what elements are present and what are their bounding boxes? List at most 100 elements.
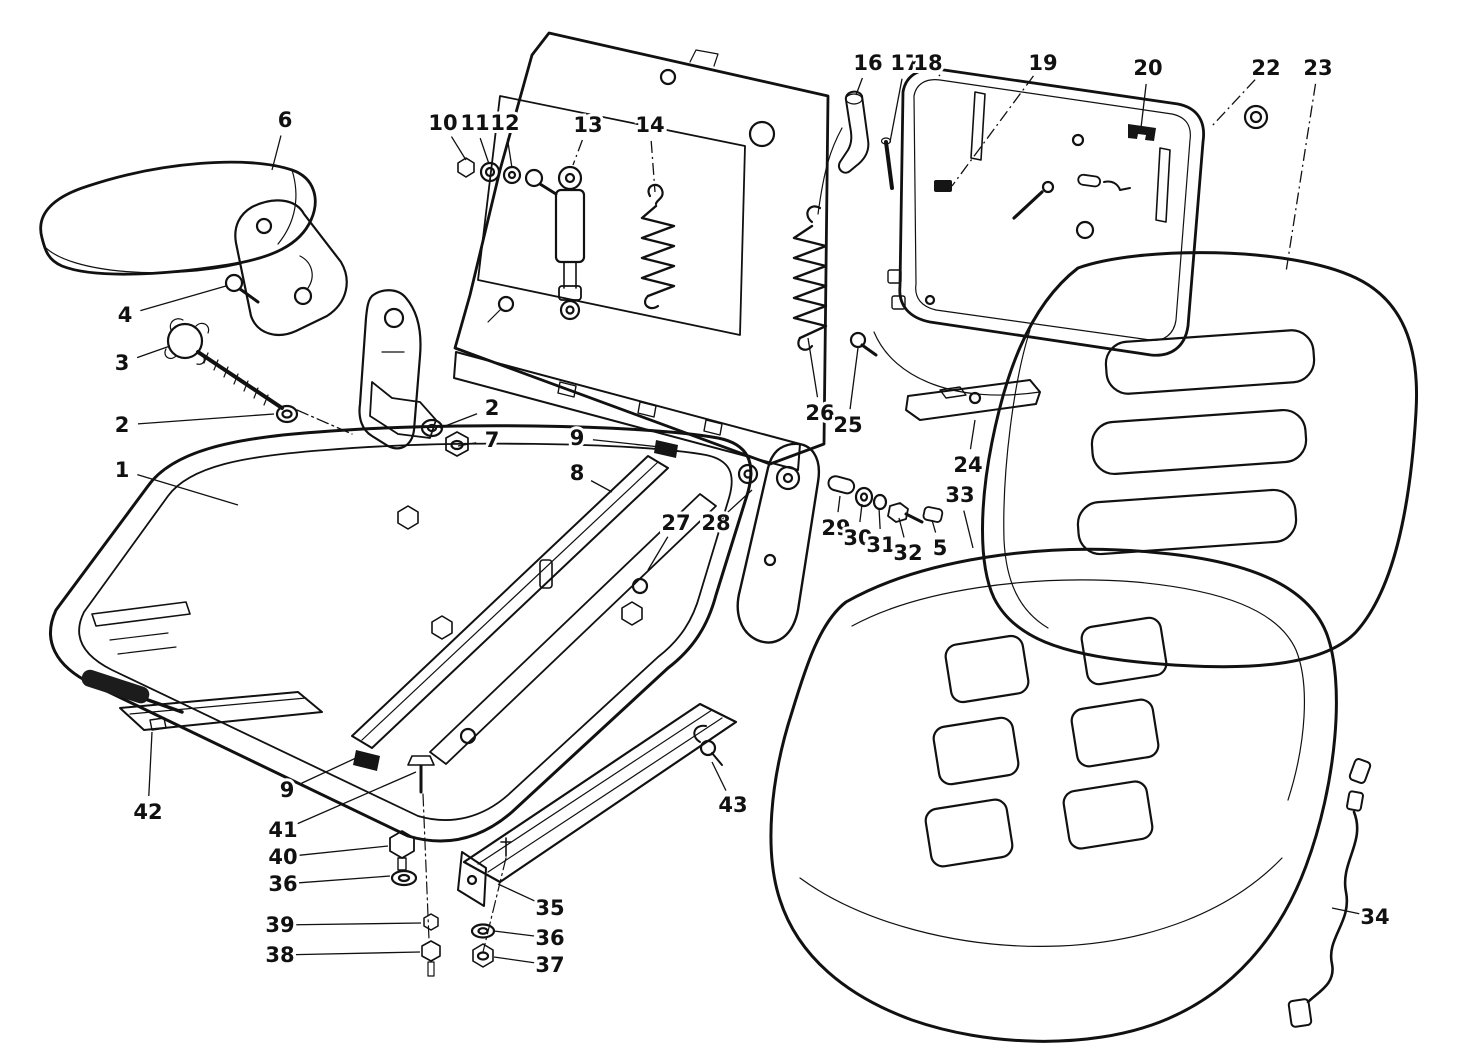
callout-41: 41 xyxy=(268,818,297,842)
leader-line-25 xyxy=(849,347,859,410)
leader-line-5 xyxy=(931,519,937,533)
leader-line-2 xyxy=(439,413,478,429)
leader-line-9 xyxy=(592,439,661,448)
callout-10: 10 xyxy=(428,111,457,135)
callout-34: 34 xyxy=(1360,905,1389,929)
backrest-frame-right xyxy=(838,67,1269,421)
callout-39: 39 xyxy=(265,913,294,937)
leader-line-34 xyxy=(1331,907,1360,915)
leader-line-1 xyxy=(137,473,239,506)
leader-line-16 xyxy=(855,77,863,96)
callout-28: 28 xyxy=(701,511,730,535)
callout-5: 5 xyxy=(933,536,948,560)
leader-line-13 xyxy=(572,139,583,166)
wiring-harness xyxy=(1287,758,1372,1028)
callout-13: 13 xyxy=(573,113,602,137)
adjuster-knob xyxy=(164,318,353,435)
callout-3: 3 xyxy=(115,351,130,375)
leader-line-23 xyxy=(1285,83,1317,273)
callout-35: 35 xyxy=(535,896,564,920)
leader-line-31 xyxy=(878,507,881,530)
leader-line-4 xyxy=(140,285,227,312)
leader-line-30 xyxy=(859,503,863,523)
leader-line-7 xyxy=(457,442,477,447)
seat-pan-frame xyxy=(49,424,753,843)
right-rail-assembly xyxy=(457,702,738,953)
callout-6: 6 xyxy=(278,108,293,132)
callout-19: 19 xyxy=(1028,51,1057,75)
callout-33: 33 xyxy=(945,483,974,507)
callout-23: 23 xyxy=(1303,56,1332,80)
callout-12: 12 xyxy=(490,111,519,135)
backrest-cushion xyxy=(981,251,1419,669)
leader-line-24 xyxy=(969,419,976,450)
seat-cushion xyxy=(769,547,1338,1043)
backrest-panel xyxy=(420,31,830,471)
leader-line-38 xyxy=(295,951,421,956)
leader-line-37 xyxy=(493,956,535,964)
callout-7: 7 xyxy=(485,428,500,452)
leader-line-33 xyxy=(963,510,974,549)
armrest-bracket xyxy=(224,199,348,336)
seat-back-upright xyxy=(358,289,437,450)
leader-line-20 xyxy=(1140,83,1147,129)
callout-22: 22 xyxy=(1251,56,1280,80)
callout-31: 31 xyxy=(866,533,895,557)
leader-line-18 xyxy=(938,74,941,77)
callout-37: 37 xyxy=(535,953,564,977)
pivot-arm-and-hardware xyxy=(736,442,944,644)
callout-27: 27 xyxy=(661,511,690,535)
leader-line-35 xyxy=(497,883,536,902)
callout-9: 9 xyxy=(570,426,585,450)
callout-26: 26 xyxy=(805,401,834,425)
callout-18: 18 xyxy=(913,51,942,75)
callout-14: 14 xyxy=(635,113,664,137)
leader-line-28 xyxy=(727,489,753,513)
leader-line-22 xyxy=(1211,79,1256,127)
tension-spring-26 xyxy=(792,127,843,351)
callout-42: 42 xyxy=(133,800,162,824)
leader-line-26 xyxy=(807,337,819,398)
leader-line-19 xyxy=(951,75,1035,187)
leader-line-12 xyxy=(506,138,513,169)
leader-line-6 xyxy=(271,135,282,171)
callout-11: 11 xyxy=(460,111,489,135)
leader-line-11 xyxy=(479,137,490,165)
callout-1: 1 xyxy=(115,458,130,482)
callout-32: 32 xyxy=(893,541,922,565)
callout-38: 38 xyxy=(265,943,294,967)
callout-25: 25 xyxy=(833,413,862,437)
callout-2: 2 xyxy=(485,396,500,420)
fastener-row-10-11-12 xyxy=(457,157,558,196)
fastener-set-bottom xyxy=(389,830,496,977)
leader-line-43 xyxy=(711,761,727,791)
left-rail xyxy=(119,691,323,731)
leader-line-42 xyxy=(148,731,153,797)
callout-20: 20 xyxy=(1133,56,1162,80)
callout-36: 36 xyxy=(268,872,297,896)
leader-line-40 xyxy=(298,845,389,856)
callout-9: 9 xyxy=(280,778,295,802)
leader-line-17 xyxy=(889,78,903,143)
armrest-pad xyxy=(39,160,317,276)
callout-30: 30 xyxy=(843,526,872,550)
leader-line-2 xyxy=(137,413,275,425)
leader-line-32 xyxy=(898,517,905,538)
callout-24: 24 xyxy=(953,453,982,477)
callout-29: 29 xyxy=(821,516,850,540)
callout-16: 16 xyxy=(853,51,882,75)
seat-slide-rails xyxy=(351,455,717,941)
leader-line-36 xyxy=(493,930,535,937)
shock-absorber xyxy=(554,165,586,321)
callout-17: 17 xyxy=(890,51,919,75)
leader-line-39 xyxy=(295,922,422,926)
tension-spring-14 xyxy=(640,183,676,310)
callout-4: 4 xyxy=(118,303,133,327)
leader-line-41 xyxy=(297,771,417,825)
leader-line-36 xyxy=(298,875,391,884)
callout-40: 40 xyxy=(268,845,297,869)
leader-line-14 xyxy=(650,140,656,193)
